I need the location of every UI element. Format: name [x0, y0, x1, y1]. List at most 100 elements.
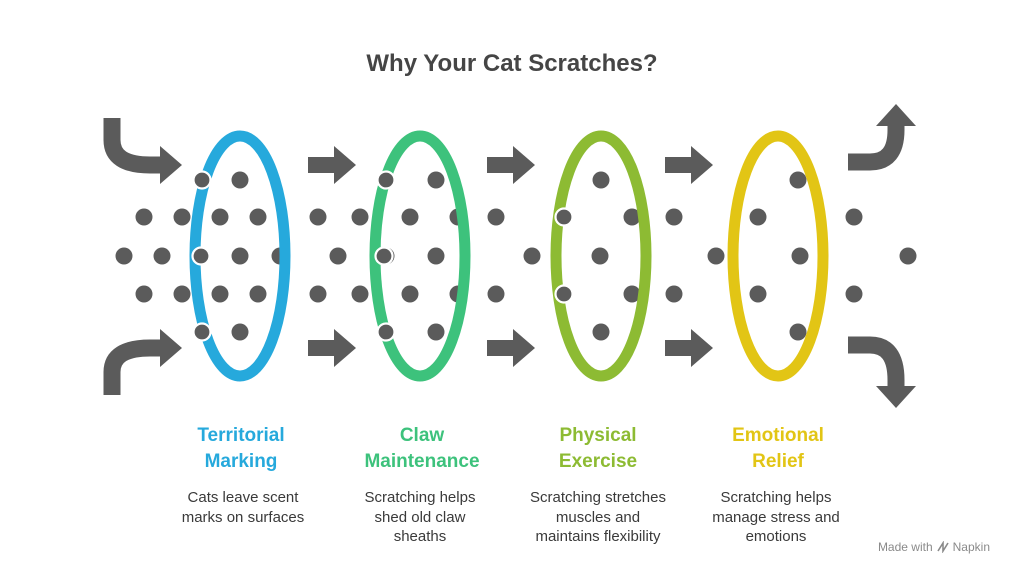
- dot-icon: [211, 285, 229, 303]
- dot-icon: [899, 247, 917, 265]
- stage-desc-line1: Scratching helps: [364, 489, 476, 506]
- dot-icon: [623, 285, 641, 303]
- rings-layer: [189, 130, 829, 382]
- dot-icon: [487, 208, 505, 226]
- filter-ring-icon: [727, 130, 829, 382]
- dot-icon: [376, 170, 396, 190]
- dot-icon: [554, 207, 574, 227]
- dot-icon: [231, 247, 249, 265]
- stage-title-line2: Exercise: [558, 451, 638, 472]
- dot-icon: [376, 322, 396, 342]
- dot-icon: [249, 208, 267, 226]
- dot-icon: [115, 247, 133, 265]
- dot-icon: [554, 284, 574, 304]
- stage-desc-emotional-relief: Scratching helps manage stress and emoti…: [686, 488, 866, 547]
- dot-icon: [351, 285, 369, 303]
- stage-desc-line1: Scratching helps: [720, 489, 832, 506]
- dot-icon: [591, 247, 609, 265]
- stage-desc-territorial-marking: Cats leave scent marks on surfaces: [153, 488, 333, 527]
- dot-icon: [231, 323, 249, 341]
- dot-icon: [351, 208, 369, 226]
- dot-icon: [153, 247, 171, 265]
- stage-desc-line3: maintains flexibility: [535, 528, 661, 545]
- watermark-prefix: Made with: [877, 540, 933, 554]
- stage-desc-line2: marks on surfaces: [181, 508, 305, 526]
- dot-icon: [427, 247, 445, 265]
- dot-icon: [191, 246, 211, 266]
- stage-desc-line1: Scratching stretches: [530, 489, 666, 506]
- diagram-title: Why Your Cat Scratches?: [366, 50, 658, 77]
- arrow-right-icon: [665, 146, 713, 184]
- dots-layer: [115, 171, 917, 341]
- napkin-logo-icon: [936, 541, 949, 553]
- dot-icon: [707, 247, 725, 265]
- dot-icon: [749, 208, 767, 226]
- dot-icon: [623, 208, 641, 226]
- curved-arrow-in-bottom-icon: [160, 329, 182, 367]
- stage-desc-line1: Cats leave scent: [187, 489, 299, 506]
- stage-title-emotional-relief: Emotional Relief: [693, 423, 863, 475]
- curved-arrow-in-top-icon: [160, 146, 182, 184]
- dot-icon: [329, 247, 347, 265]
- arrow-right-icon: [487, 146, 535, 184]
- dot-icon: [231, 171, 249, 189]
- dot-icon: [665, 208, 683, 226]
- stage-title-line1: Territorial: [197, 425, 285, 446]
- dot-icon: [135, 208, 153, 226]
- stage-desc-line2: muscles and: [555, 508, 641, 526]
- dot-icon: [211, 208, 229, 226]
- stage-title-line1: Physical: [559, 425, 637, 446]
- dot-icon: [427, 323, 445, 341]
- arrow-right-icon: [308, 329, 356, 367]
- dot-icon: [592, 323, 610, 341]
- dot-icon: [374, 246, 394, 266]
- curved-arrow-out-bottom-icon: [876, 386, 916, 408]
- dot-icon: [173, 208, 191, 226]
- made-with-napkin-watermark[interactable]: Made with Napkin: [878, 540, 990, 554]
- curved-arrow-out-bottom-icon: [848, 336, 905, 388]
- arrow-right-icon: [487, 329, 535, 367]
- dot-icon: [309, 208, 327, 226]
- dot-icon: [192, 322, 212, 342]
- stage-desc-line2: manage stress and: [712, 508, 840, 526]
- stage-title-claw-maintenance: Claw Maintenance: [337, 423, 507, 475]
- dot-icon: [789, 171, 807, 189]
- stage-title-territorial-marking: Territorial Marking: [156, 423, 326, 475]
- arrows-layer: [103, 104, 916, 408]
- stage-title-line1: Emotional: [732, 425, 824, 446]
- stage-title-physical-exercise: Physical Exercise: [513, 423, 683, 475]
- dot-icon: [592, 171, 610, 189]
- stage-desc-line3: emotions: [745, 528, 807, 545]
- dot-icon: [749, 285, 767, 303]
- curved-arrow-out-top-icon: [848, 124, 905, 171]
- stage-title-line2: Relief: [752, 451, 804, 472]
- dot-icon: [173, 285, 191, 303]
- stage-desc-physical-exercise: Scratching stretches muscles and maintai…: [508, 488, 688, 547]
- arrow-right-icon: [308, 146, 356, 184]
- stage-desc-claw-maintenance: Scratching helps shed old claw sheaths: [330, 488, 510, 547]
- stage-title-line2: Marking: [204, 451, 278, 472]
- dot-icon: [192, 170, 212, 190]
- dot-icon: [401, 285, 419, 303]
- dot-icon: [487, 285, 505, 303]
- dot-icon: [249, 285, 267, 303]
- dot-icon: [309, 285, 327, 303]
- dot-icon: [427, 171, 445, 189]
- stage-title-line2: Maintenance: [364, 451, 480, 472]
- dot-icon: [789, 323, 807, 341]
- curved-arrow-out-top-icon: [876, 104, 916, 126]
- stage-title-line1: Claw: [399, 425, 445, 446]
- dot-icon: [791, 247, 809, 265]
- dot-icon: [845, 208, 863, 226]
- dot-icon: [845, 285, 863, 303]
- dot-icon: [401, 208, 419, 226]
- stage-desc-line2: shed old claw: [374, 508, 466, 526]
- curved-arrow-in-bottom-icon: [103, 339, 162, 395]
- arrow-right-icon: [665, 329, 713, 367]
- dot-icon: [135, 285, 153, 303]
- watermark-brand: Napkin: [952, 540, 990, 554]
- stage-desc-line3: sheaths: [393, 528, 447, 545]
- filter-ring-icon: [550, 130, 652, 382]
- curved-arrow-in-top-icon: [103, 118, 162, 174]
